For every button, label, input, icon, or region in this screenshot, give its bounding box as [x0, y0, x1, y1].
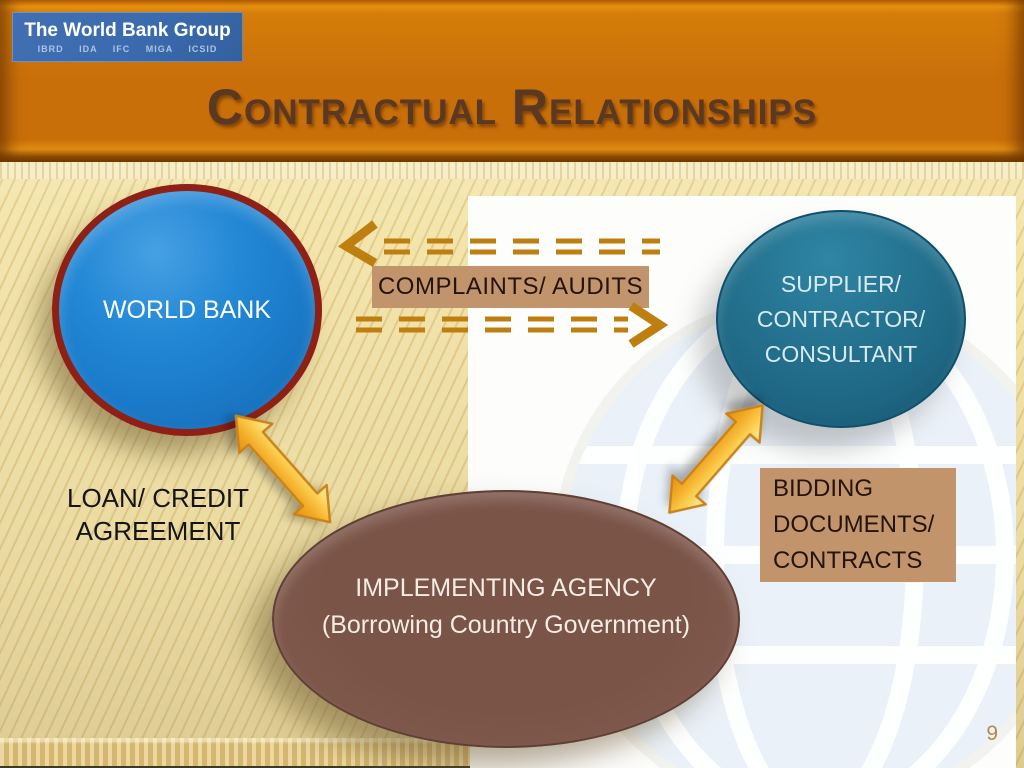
page-number: 9	[986, 722, 998, 745]
logo-agencies: IBRD IDA IFC MIGA ICSID	[37, 43, 218, 54]
header-bottom-ribbon	[0, 162, 1024, 179]
page-title: Contractual Relationships	[206, 79, 818, 135]
agency-line-1: IMPLEMENTING AGENCY	[355, 574, 657, 602]
logo-title: The World Bank Group	[24, 19, 231, 41]
complaints-audits-label: COMPLAINTS/ AUDITS	[372, 266, 649, 308]
supplier-line-1: SUPPLIER/	[780, 270, 902, 297]
node-implementing-agency: IMPLEMENTING AGENCY (Borrowing Country G…	[272, 490, 740, 748]
supplier-line-3: CONSULTANT	[764, 340, 918, 367]
world-bank-group-logo: The World Bank Group IBRD IDA IFC MIGA I…	[12, 12, 243, 62]
node-supplier-contractor-consultant: SUPPLIER/ CONTRACTOR/ CONSULTANT	[716, 210, 966, 428]
loan-credit-agreement-label: LOAN/ CREDIT AGREEMENT	[66, 483, 250, 546]
world-bank-label: WORLD BANK	[102, 295, 272, 324]
bidding-documents-contracts-label: BIDDING DOCUMENTS/ CONTRACTS	[760, 468, 956, 582]
supplier-line-2: CONTRACTOR/	[756, 305, 926, 332]
bottom-edge-line	[0, 766, 470, 768]
agency-line-2: (Borrowing Country Government)	[321, 611, 691, 639]
bottom-gold-band	[0, 738, 470, 766]
node-world-bank: WORLD BANK	[52, 184, 322, 436]
